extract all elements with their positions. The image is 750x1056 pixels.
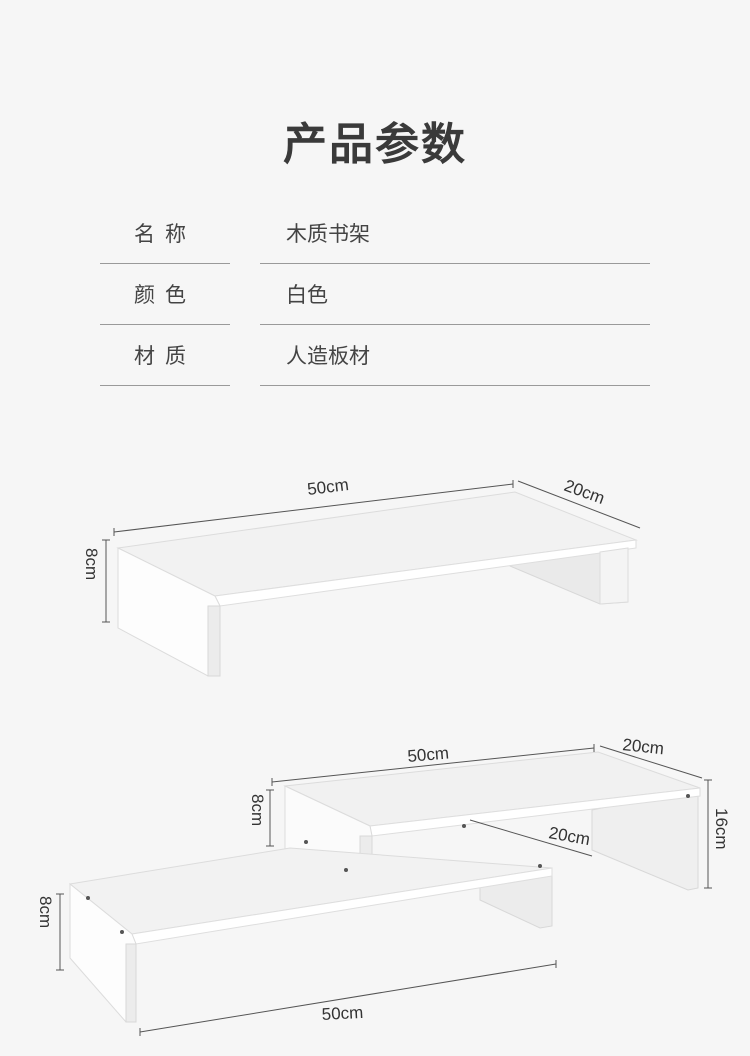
divider — [100, 324, 230, 325]
page-title: 产品参数 — [283, 119, 467, 170]
spec-row-material: 材质 人造板材 — [100, 326, 650, 386]
divider — [260, 263, 650, 264]
top-height-label: 8cm — [248, 794, 267, 826]
divider — [100, 263, 230, 264]
spec-value: 人造板材 — [286, 344, 370, 368]
spec-label: 颜色 — [134, 283, 196, 307]
double-shelf-illustration — [68, 751, 701, 1023]
spec-label: 材质 — [134, 344, 196, 368]
top-length-label: 50cm — [407, 743, 450, 766]
spec-value: 白色 — [286, 283, 328, 307]
bottom-length-label: 50cm — [321, 1003, 364, 1024]
height-label: 8cm — [82, 548, 101, 580]
bottom-height-label: 8cm — [36, 896, 55, 928]
dimension-line — [139, 963, 557, 1033]
spec-value: 木质书架 — [286, 222, 370, 246]
spec-label: 名称 — [134, 222, 196, 246]
single-shelf-illustration — [116, 491, 638, 677]
dimension-line — [599, 745, 703, 779]
dimension-line — [113, 483, 514, 533]
spec-row-color: 颜色 白色 — [100, 265, 650, 325]
dimension-line — [517, 480, 641, 529]
length-label: 50cm — [306, 475, 350, 499]
divider — [100, 385, 230, 386]
total-height-label: 16cm — [712, 808, 731, 850]
dimension-line — [469, 819, 593, 857]
top-depth-label: 20cm — [622, 735, 665, 758]
divider — [260, 385, 650, 386]
divider — [260, 324, 650, 325]
dimension-line — [271, 747, 595, 783]
spec-row-name: 名称 木质书架 — [100, 204, 650, 264]
